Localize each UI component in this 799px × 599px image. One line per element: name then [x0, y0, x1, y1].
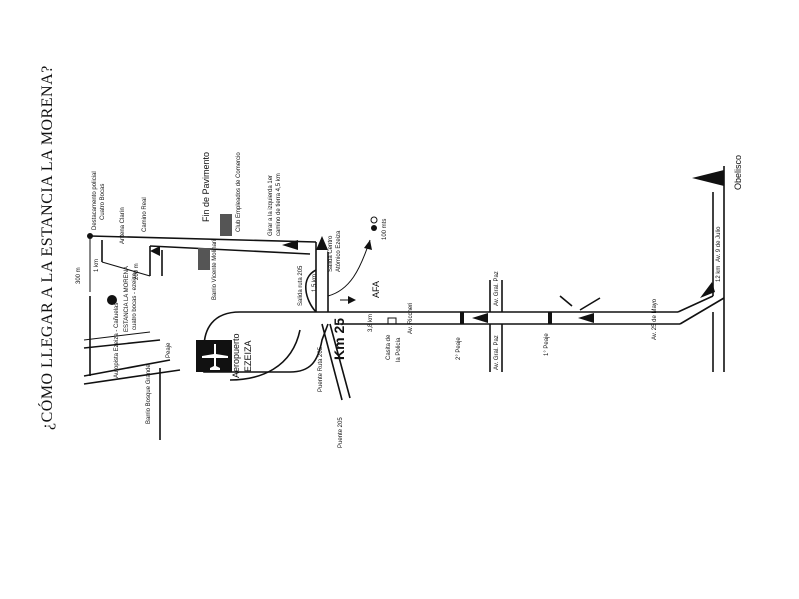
estancia-label-2: cuatro bocas - ezeiza: [132, 272, 138, 330]
salida-label-1: Salida Centro: [328, 235, 334, 272]
salida-205-label: Salida ruta 205: [298, 265, 304, 306]
distance-38km-label: 3,8 km: [368, 313, 374, 332]
airplane-icon: [196, 340, 232, 372]
dist-300m-label: 300 m: [76, 267, 82, 284]
airport-label-1: Aeropuerto: [231, 333, 241, 378]
barrio-bosque-label: Barrio Bosque Grande: [146, 364, 152, 424]
top-road: [87, 214, 317, 305]
autopista-canuelas-road: [83, 296, 181, 440]
autopista-label: Autopista Ezeiza - Cañuelas: [114, 302, 120, 378]
salida-label-2: Atómico Ezeiza: [336, 230, 342, 272]
puente-205-road: [321, 323, 351, 401]
peaje-left-label: Peaje: [166, 342, 172, 358]
gral-paz-bottom-label: Av. Gral. Paz: [494, 335, 500, 370]
dist-200m-label: 200 m: [134, 263, 140, 280]
camino-real-label: Camino Real: [142, 197, 148, 232]
barrio-vicente-label: Barrio Vicente Molinari: [212, 239, 218, 300]
gral-paz-top-label: Av. Gral. Paz: [494, 271, 500, 306]
antena-label: Antena Clarín: [120, 207, 126, 244]
obelisco-label: Obelisco: [733, 154, 743, 190]
salida-205-road: [315, 216, 378, 312]
estancia-label-1: ESTANCIA LA MORENA: [124, 266, 130, 332]
av-25-de-mayo-label: Av. 25 de Mayo: [652, 298, 658, 340]
av-9-de-julio-label: Av. 9 de Julio: [716, 226, 722, 262]
afa-label: AFA: [371, 280, 381, 298]
casita-label-1: Casita de: [386, 334, 392, 360]
main-highway: [316, 280, 680, 372]
destacamento-label-1: Destacamento policial: [92, 171, 98, 230]
obelisco-icon: [692, 166, 725, 190]
casita-label-2: la Policía: [396, 337, 402, 362]
distance-15km-label: 1,5 km: [312, 273, 318, 292]
destacamento-label-2: Cuatro Bocas: [100, 183, 106, 220]
puente-205-label: Puente 205: [338, 417, 344, 448]
connector-road: [559, 282, 725, 325]
fin-pavimento-label: Fin de Pavimento: [201, 151, 211, 222]
girar-label-1: Girar a la izquierda 1er: [268, 174, 274, 236]
av-riccheri-label: Av. Riccheri: [408, 302, 414, 334]
club-empleados-label: Club Empleados de Comercio: [236, 152, 242, 232]
map-title: ¿CÓMO LLEGAR A LA ESTANCIA LA MORENA?: [39, 65, 56, 430]
dist-100mts-label: 100 mts: [382, 218, 388, 240]
peaje-1-label: 1° Peaje: [544, 333, 550, 356]
airport-label-2: EZEIZA: [243, 340, 253, 372]
girar-label-2: camino de tierra 4,5 km: [276, 173, 282, 236]
dist-1km-label: 1 km: [94, 258, 100, 272]
km-25-label: Km 25: [331, 317, 347, 360]
puente-ruta-205-label: Puente Ruta 205: [318, 346, 324, 392]
distance-12km-label: 12 km: [716, 265, 722, 282]
av-9-de-julio-road: [712, 190, 725, 372]
peaje-2-label: 2° Peaje: [456, 337, 462, 360]
